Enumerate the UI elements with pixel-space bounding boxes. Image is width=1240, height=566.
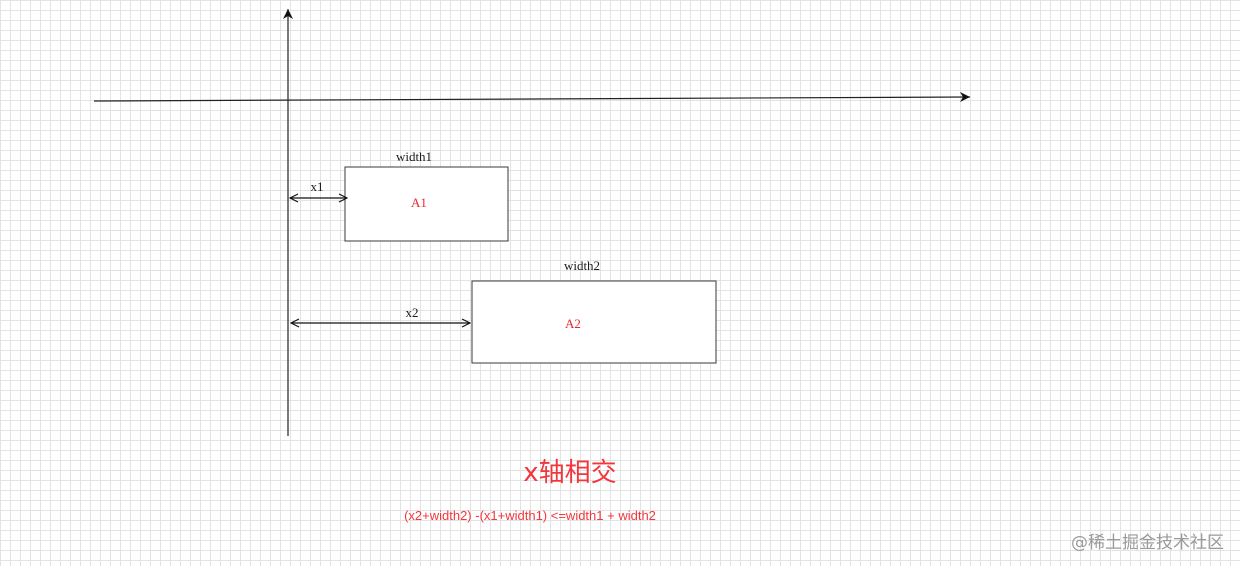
- intersection-formula: (x2+width2) -(x1+width1) <=width1 + widt…: [404, 508, 656, 523]
- rect-a1-label: A1: [411, 195, 427, 210]
- rect-a2: [471, 280, 717, 364]
- x-axis: [93, 92, 971, 103]
- rect-a2-label: A2: [565, 316, 581, 331]
- width1-label: width1: [396, 149, 432, 164]
- rect-a1: [344, 166, 509, 242]
- diagram-title: x轴相交: [523, 458, 617, 488]
- x1-label: x1: [311, 179, 324, 194]
- width2-label: width2: [564, 258, 600, 273]
- watermark: @稀土掘金技术社区: [1071, 533, 1224, 553]
- x2-label: x2: [406, 305, 419, 320]
